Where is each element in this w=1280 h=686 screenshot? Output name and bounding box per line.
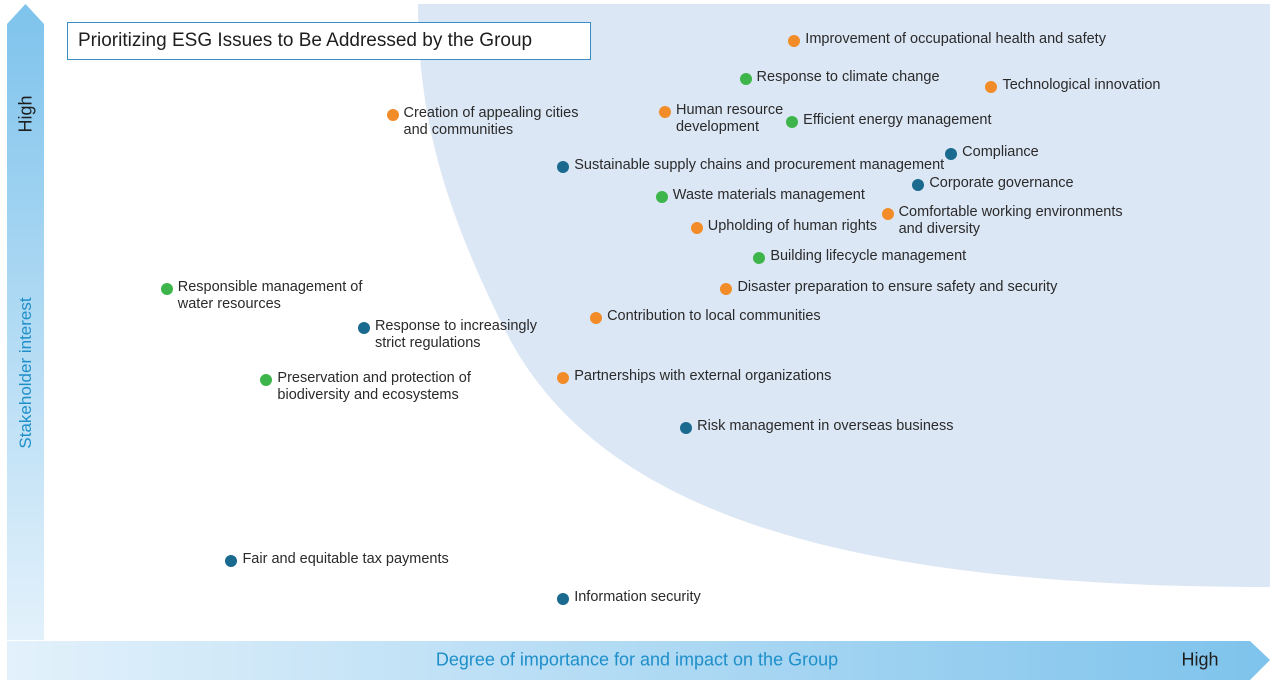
chart-title: Prioritizing ESG Issues to Be Addressed … (67, 22, 591, 60)
point-label: Response to increasingly strict regulati… (374, 318, 537, 352)
point-marker (739, 72, 752, 85)
point-marker (557, 371, 570, 384)
point-label: Corporate governance (929, 174, 1074, 191)
x-axis-high-label: High (1181, 649, 1219, 670)
point-label: Fair and equitable tax payments (242, 550, 449, 567)
point-marker (985, 81, 998, 94)
x-axis-label: Degree of importance for and impact on t… (435, 649, 839, 670)
point-marker (912, 178, 925, 191)
point-label: Comfortable working environments and div… (898, 204, 1123, 238)
point-marker (557, 592, 570, 605)
point-label: Contribution to local communities (607, 308, 821, 325)
point-marker (753, 252, 766, 265)
point-label: Partnerships with external organizations (574, 367, 832, 384)
point-marker (260, 373, 273, 386)
point-label: Efficient energy management (803, 112, 992, 129)
x-axis-arrow (7, 641, 1270, 680)
point-label: Waste materials management (672, 186, 865, 203)
point-marker (690, 221, 703, 234)
point-label: Sustainable supply chains and procuremen… (574, 156, 945, 173)
point-marker (680, 421, 693, 434)
point-label: Creation of appealing cities and communi… (403, 104, 579, 138)
point-marker (945, 147, 958, 160)
point-marker (655, 190, 668, 203)
point-marker (160, 282, 173, 295)
y-axis-arrow (7, 4, 44, 640)
point-marker (590, 312, 603, 325)
point-label: Disaster preparation to ensure safety an… (737, 278, 1058, 295)
point-marker (786, 116, 799, 129)
point-label: Responsible management of water resource… (177, 278, 363, 312)
point-label: Upholding of human rights (707, 217, 878, 234)
point-label: Preservation and protection of biodivers… (277, 369, 471, 403)
point-label: Human resource development (675, 102, 784, 136)
point-marker (788, 34, 801, 47)
point-label: Information security (574, 588, 701, 605)
point-marker (658, 106, 671, 119)
point-marker (225, 554, 238, 567)
point-label: Risk management in overseas business (697, 417, 954, 434)
y-axis-high-label: High (15, 95, 36, 133)
point-label: Response to climate change (756, 68, 940, 85)
point-marker (357, 322, 370, 335)
point-marker (881, 208, 894, 221)
point-marker (720, 282, 733, 295)
point-label: Technological innovation (1002, 77, 1161, 94)
point-label: Improvement of occupational health and s… (805, 30, 1106, 47)
point-marker (386, 108, 399, 121)
point-label: Compliance (962, 143, 1039, 160)
y-axis-label: Stakeholder interest (16, 297, 35, 449)
point-marker (557, 160, 570, 173)
priority-region (418, 4, 1270, 587)
point-label: Building lifecycle management (770, 248, 967, 265)
